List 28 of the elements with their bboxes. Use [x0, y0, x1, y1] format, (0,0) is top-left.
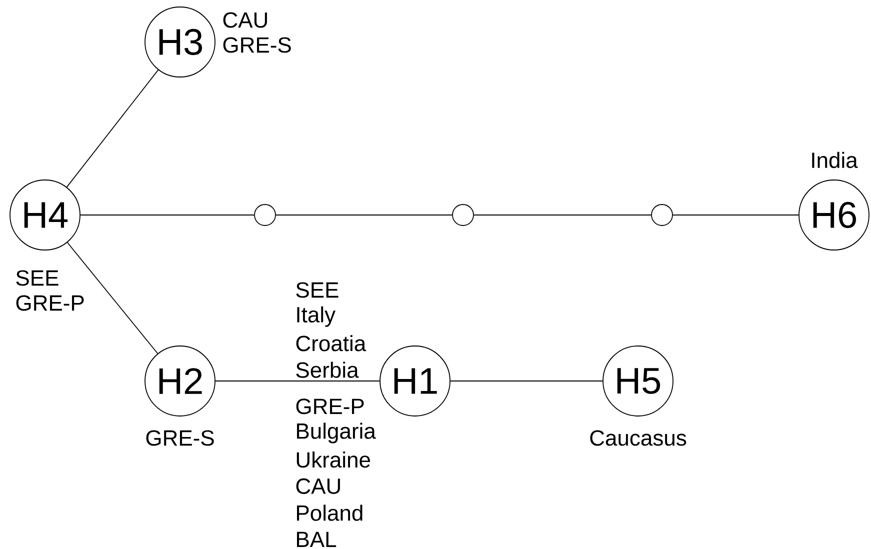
location-label: GRE-P: [296, 398, 364, 414]
location-label: GRE-S: [223, 37, 291, 53]
network-line: [474, 214, 652, 216]
location-label: Italy: [297, 306, 336, 327]
location-label: Serbia: [296, 362, 359, 378]
location-label: Poland: [297, 504, 362, 521]
median-vector-circle: [254, 204, 276, 226]
median-vector-circle: [452, 204, 474, 226]
location-label: Croatia: [296, 335, 366, 352]
network-line: [276, 214, 452, 216]
network-line: [672, 214, 799, 216]
location-label: SEE: [16, 270, 58, 286]
network-line: [215, 380, 380, 382]
network-line: [66, 242, 158, 354]
location-label: GRE-P: [16, 295, 84, 311]
location-label: India: [812, 152, 858, 168]
location-label: GRE-S: [146, 430, 214, 446]
location-label: BAL: [297, 532, 336, 547]
network-line: [80, 214, 254, 216]
location-label: CAU: [296, 478, 340, 494]
location-label: SEE: [296, 282, 338, 298]
network-line: [66, 70, 159, 188]
median-vector-circle: [651, 204, 673, 226]
location-label: Bulgaria: [297, 422, 376, 444]
location-label: CAU: [223, 12, 267, 28]
network-line: [450, 380, 603, 382]
location-label: Ukraine: [296, 452, 370, 468]
location-label: Caucasus: [590, 430, 686, 446]
